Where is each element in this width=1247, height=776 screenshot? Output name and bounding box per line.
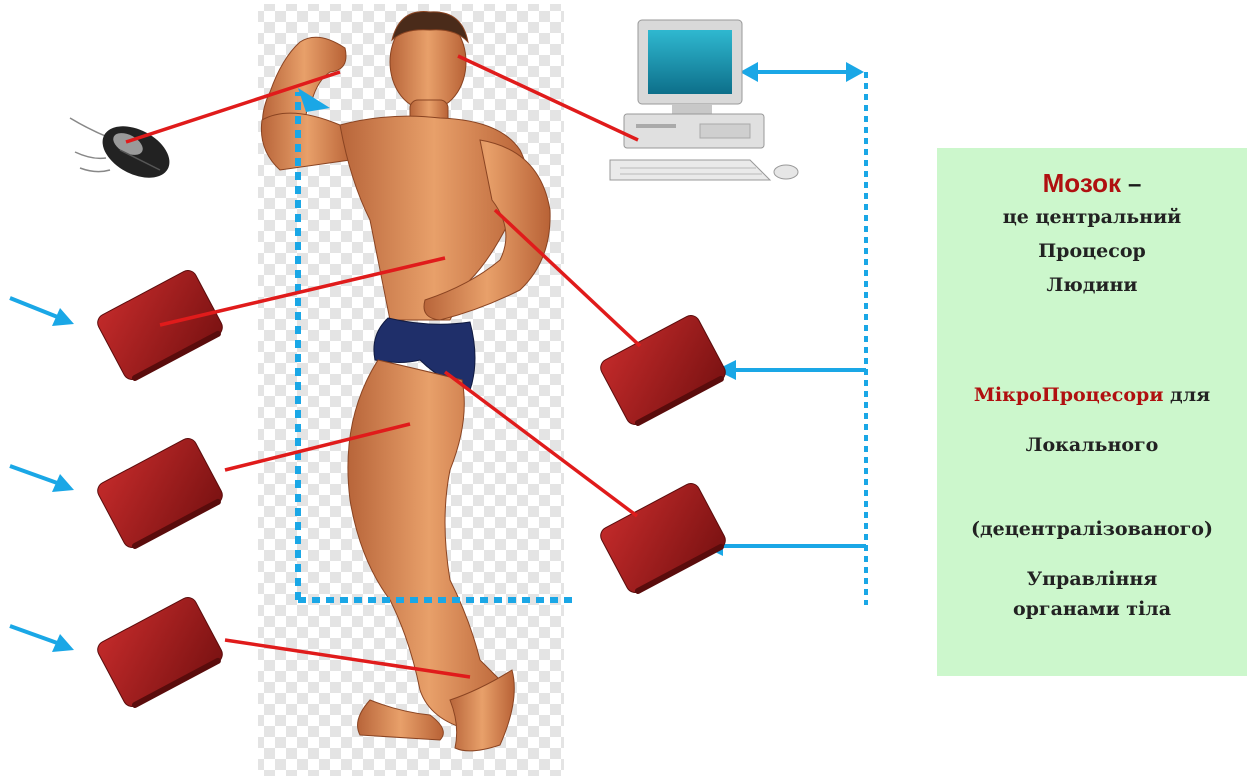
micro-desc-line-1: Локального <box>937 434 1247 456</box>
brain-desc-line-3: Людини <box>937 274 1247 296</box>
mouse-icon <box>70 116 178 189</box>
brain-desc-line-2: Процесор <box>937 240 1247 262</box>
brain-description-box: Мозок – це центральний Процесор Людини М… <box>937 148 1247 676</box>
micro-word: МікроПроцесори <box>974 384 1164 406</box>
bus-to-device-arrow-icon <box>716 360 866 380</box>
computer-bus-arrow-icon <box>740 62 864 82</box>
brain-word: Мозок <box>1043 168 1121 198</box>
microcontroller-device-icon <box>95 594 227 711</box>
microcontroller-device-icon <box>598 480 730 597</box>
blue-arrow-icon <box>10 466 74 492</box>
computer-icon <box>610 20 798 180</box>
bus-to-device-arrow-icon <box>703 536 866 556</box>
brain-dash: – <box>1128 171 1141 198</box>
microcontroller-device-icon <box>95 435 227 552</box>
micro-line: МікроПроцесори для <box>937 384 1247 406</box>
micro-rest: для <box>1163 384 1210 406</box>
blue-arrow-icon <box>10 298 74 326</box>
blue-arrow-icon <box>10 626 74 652</box>
micro-desc-line-3: Управління <box>937 568 1247 590</box>
micro-desc-line-2: (децентралізованого) <box>937 518 1247 540</box>
micro-desc-line-4: органами тіла <box>937 598 1247 620</box>
brain-heading: Мозок – <box>937 168 1247 199</box>
microcontroller-device-icon <box>598 312 730 429</box>
brain-desc-line-1: це центральний <box>937 206 1247 228</box>
